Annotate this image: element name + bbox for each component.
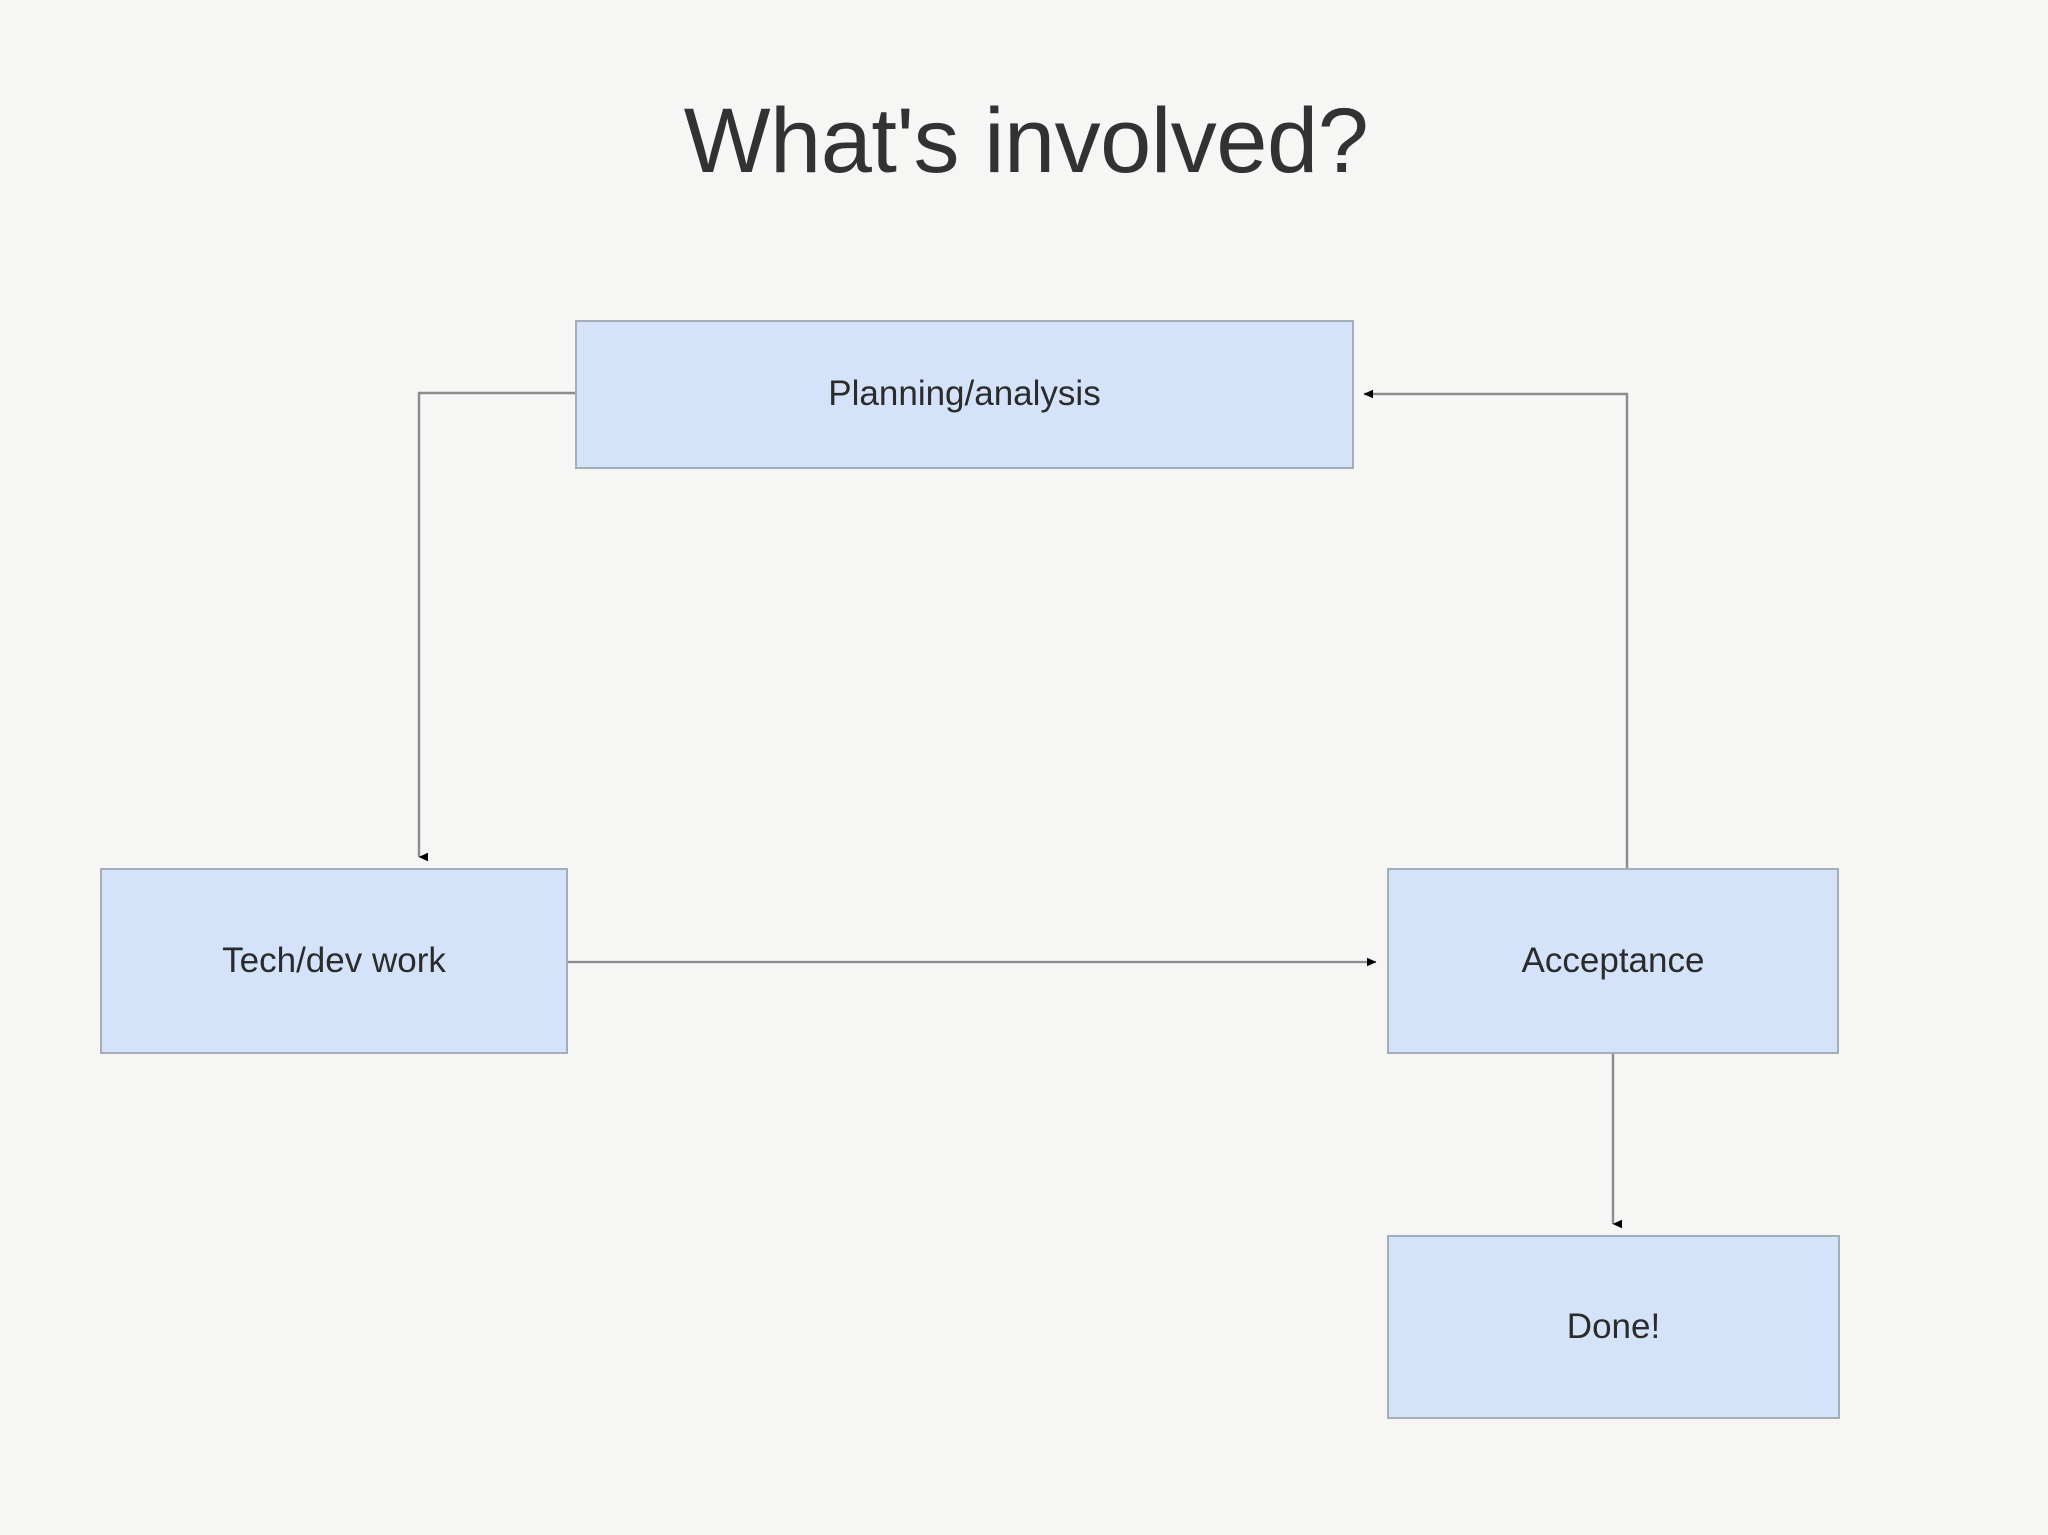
- page-title: What's involved?: [0, 95, 2048, 187]
- edge-planning-to-techdev: [417, 391, 575, 862]
- node-acceptance-label: Acceptance: [1521, 940, 1705, 980]
- node-done[interactable]: Done!: [1387, 1235, 1840, 1419]
- node-planning-analysis[interactable]: Planning/analysis: [575, 320, 1354, 469]
- node-acceptance[interactable]: Acceptance: [1387, 868, 1839, 1054]
- node-tech-dev-work-label: Tech/dev work: [222, 940, 446, 980]
- node-planning-analysis-label: Planning/analysis: [828, 374, 1101, 414]
- node-done-label: Done!: [1566, 1306, 1661, 1346]
- node-tech-dev-work[interactable]: Tech/dev work: [100, 868, 568, 1054]
- edge-acceptance-to-planning: [1363, 389, 1629, 868]
- page-title-text: What's involved?: [683, 90, 1369, 192]
